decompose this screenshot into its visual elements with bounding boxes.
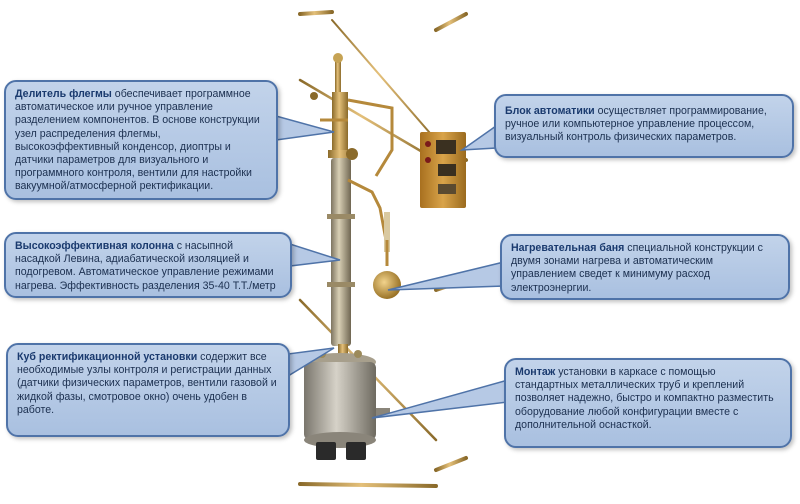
callout-text: осуществляет программирование, ручное ил… [505, 105, 767, 144]
control-box [420, 132, 466, 208]
callout-title: Нагревательная баня [511, 242, 625, 254]
heating-bath-vessel [304, 344, 390, 448]
callout-pointers [275, 115, 509, 419]
callout-heating-bath: Нагревательная баня специальной конструк… [500, 234, 790, 300]
callout-title: Монтаж [515, 366, 556, 378]
reflux-divider [310, 92, 394, 241]
column [327, 53, 355, 346]
callout-still-cube: Куб ректификационной установки содержит … [6, 343, 290, 437]
callout-automation-block: Блок автоматики осуществляет программиро… [494, 94, 794, 158]
callout-title: Блок автоматики [505, 105, 595, 117]
callout-reflux-divider: Делитель флегмы обеспечивает программное… [4, 80, 278, 200]
callout-text: обеспечивает программное автоматическое … [15, 88, 260, 193]
receiver-flask [373, 212, 401, 299]
callout-text: содержит все необходимые узлы контроля и… [17, 351, 277, 416]
callout-mounting: Монтаж установки в каркасе с помощью ста… [504, 358, 792, 448]
callout-text: специальной конструкции с двумя зонами н… [511, 242, 763, 294]
callout-column: Высокоэффективная колонна с насыпной нас… [4, 232, 292, 298]
callout-title: Высокоэффективная колонна [15, 240, 174, 252]
callout-title: Куб ректификационной установки [17, 351, 198, 363]
support-feet [316, 442, 366, 460]
callout-title: Делитель флегмы [15, 88, 112, 100]
callout-text: с насыпной насадкой Левина, адиабатическ… [15, 240, 276, 292]
callout-text: установки в каркасе с помощью стандартны… [515, 366, 774, 431]
